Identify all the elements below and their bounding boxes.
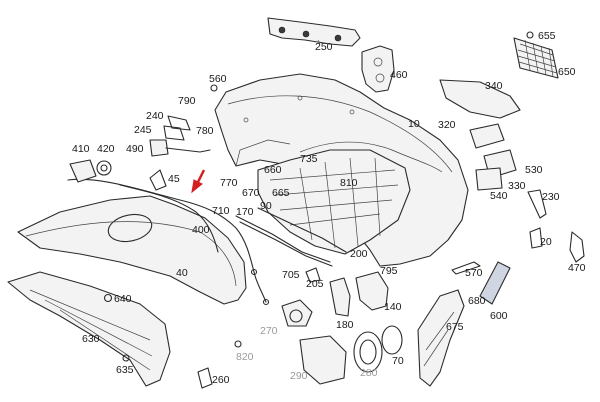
screw-560 bbox=[210, 84, 218, 92]
label-655: 655 bbox=[538, 30, 556, 42]
label-170: 170 bbox=[236, 206, 254, 218]
cable-470 bbox=[569, 231, 585, 263]
label-670: 670 bbox=[242, 187, 260, 199]
clip-705 bbox=[305, 267, 321, 283]
label-270: 270 bbox=[260, 325, 278, 337]
label-710: 710 bbox=[212, 205, 230, 217]
label-240: 240 bbox=[146, 110, 164, 122]
label-20: 20 bbox=[540, 236, 552, 248]
module-290 bbox=[299, 335, 347, 385]
side-cover-40 bbox=[17, 195, 247, 305]
label-320: 320 bbox=[438, 119, 456, 131]
label-245: 245 bbox=[134, 124, 152, 136]
bracket-340 bbox=[439, 79, 521, 119]
label-570: 570 bbox=[465, 267, 483, 279]
wiring-harness-400 bbox=[67, 178, 270, 306]
label-665: 665 bbox=[272, 187, 290, 199]
label-540: 540 bbox=[490, 190, 508, 202]
module-320 bbox=[469, 123, 505, 149]
bracket-180 bbox=[329, 277, 351, 317]
label-795: 795 bbox=[380, 265, 398, 277]
trim-230 bbox=[527, 189, 547, 219]
rail-245 bbox=[163, 125, 185, 141]
grille-650 bbox=[513, 31, 559, 79]
label-40: 40 bbox=[176, 267, 188, 279]
label-820: 820 bbox=[236, 351, 254, 363]
label-735: 735 bbox=[300, 153, 318, 165]
screw-820 bbox=[234, 340, 242, 348]
label-70: 70 bbox=[392, 355, 404, 367]
label-140: 140 bbox=[384, 301, 402, 313]
label-200: 200 bbox=[350, 248, 368, 260]
ring-280 bbox=[353, 331, 383, 373]
diffuser-630 bbox=[7, 271, 171, 387]
trim-strip-170 bbox=[235, 207, 347, 267]
bracket-250 bbox=[267, 17, 361, 47]
label-330: 330 bbox=[508, 180, 526, 192]
label-650: 650 bbox=[558, 66, 576, 78]
label-260: 260 bbox=[212, 374, 230, 386]
label-90: 90 bbox=[260, 200, 272, 212]
label-460: 460 bbox=[390, 69, 408, 81]
screw-635 bbox=[122, 354, 130, 362]
clip-45 bbox=[149, 169, 167, 191]
ring-70 bbox=[381, 325, 403, 355]
label-780: 780 bbox=[196, 125, 214, 137]
label-630: 630 bbox=[82, 333, 100, 345]
label-660: 660 bbox=[264, 164, 282, 176]
sensor-410 bbox=[69, 139, 211, 183]
screw-640 bbox=[103, 293, 113, 303]
trim-600 bbox=[479, 261, 511, 305]
label-490: 490 bbox=[126, 143, 144, 155]
label-180: 180 bbox=[336, 319, 354, 331]
label-400: 400 bbox=[192, 224, 210, 236]
rail-675 bbox=[417, 289, 465, 387]
label-635: 635 bbox=[116, 364, 134, 376]
clip-260 bbox=[197, 367, 213, 389]
label-790: 790 bbox=[178, 95, 196, 107]
label-45: 45 bbox=[168, 173, 180, 185]
label-640: 640 bbox=[114, 293, 132, 305]
red-pointer-arrow-icon bbox=[191, 169, 206, 194]
label-420: 420 bbox=[97, 143, 115, 155]
part-labels: 250 655 650 460 560 340 790 240 780 10 2… bbox=[72, 30, 586, 386]
label-530: 530 bbox=[525, 164, 543, 176]
label-470: 470 bbox=[568, 262, 586, 274]
bracket-240 bbox=[167, 115, 191, 131]
label-410: 410 bbox=[72, 143, 90, 155]
label-675: 675 bbox=[446, 321, 464, 333]
bracket-140 bbox=[355, 271, 389, 311]
label-770: 770 bbox=[220, 177, 238, 189]
label-560: 560 bbox=[209, 73, 227, 85]
label-10: 10 bbox=[408, 118, 420, 130]
label-340: 340 bbox=[485, 80, 503, 92]
trim-570 bbox=[451, 261, 481, 275]
carrier-735 bbox=[257, 149, 411, 255]
part-20 bbox=[529, 227, 543, 249]
label-680: 680 bbox=[468, 295, 486, 307]
holder-540 bbox=[475, 167, 503, 191]
label-250: 250 bbox=[315, 41, 333, 53]
label-230: 230 bbox=[542, 191, 560, 203]
sensor-270 bbox=[281, 299, 313, 327]
label-705: 705 bbox=[282, 269, 300, 281]
label-280: 280 bbox=[360, 367, 378, 379]
label-810: 810 bbox=[340, 177, 358, 189]
label-290: 290 bbox=[290, 370, 308, 382]
label-600: 600 bbox=[490, 310, 508, 322]
label-205: 205 bbox=[306, 278, 324, 290]
bracket-460 bbox=[361, 45, 395, 93]
